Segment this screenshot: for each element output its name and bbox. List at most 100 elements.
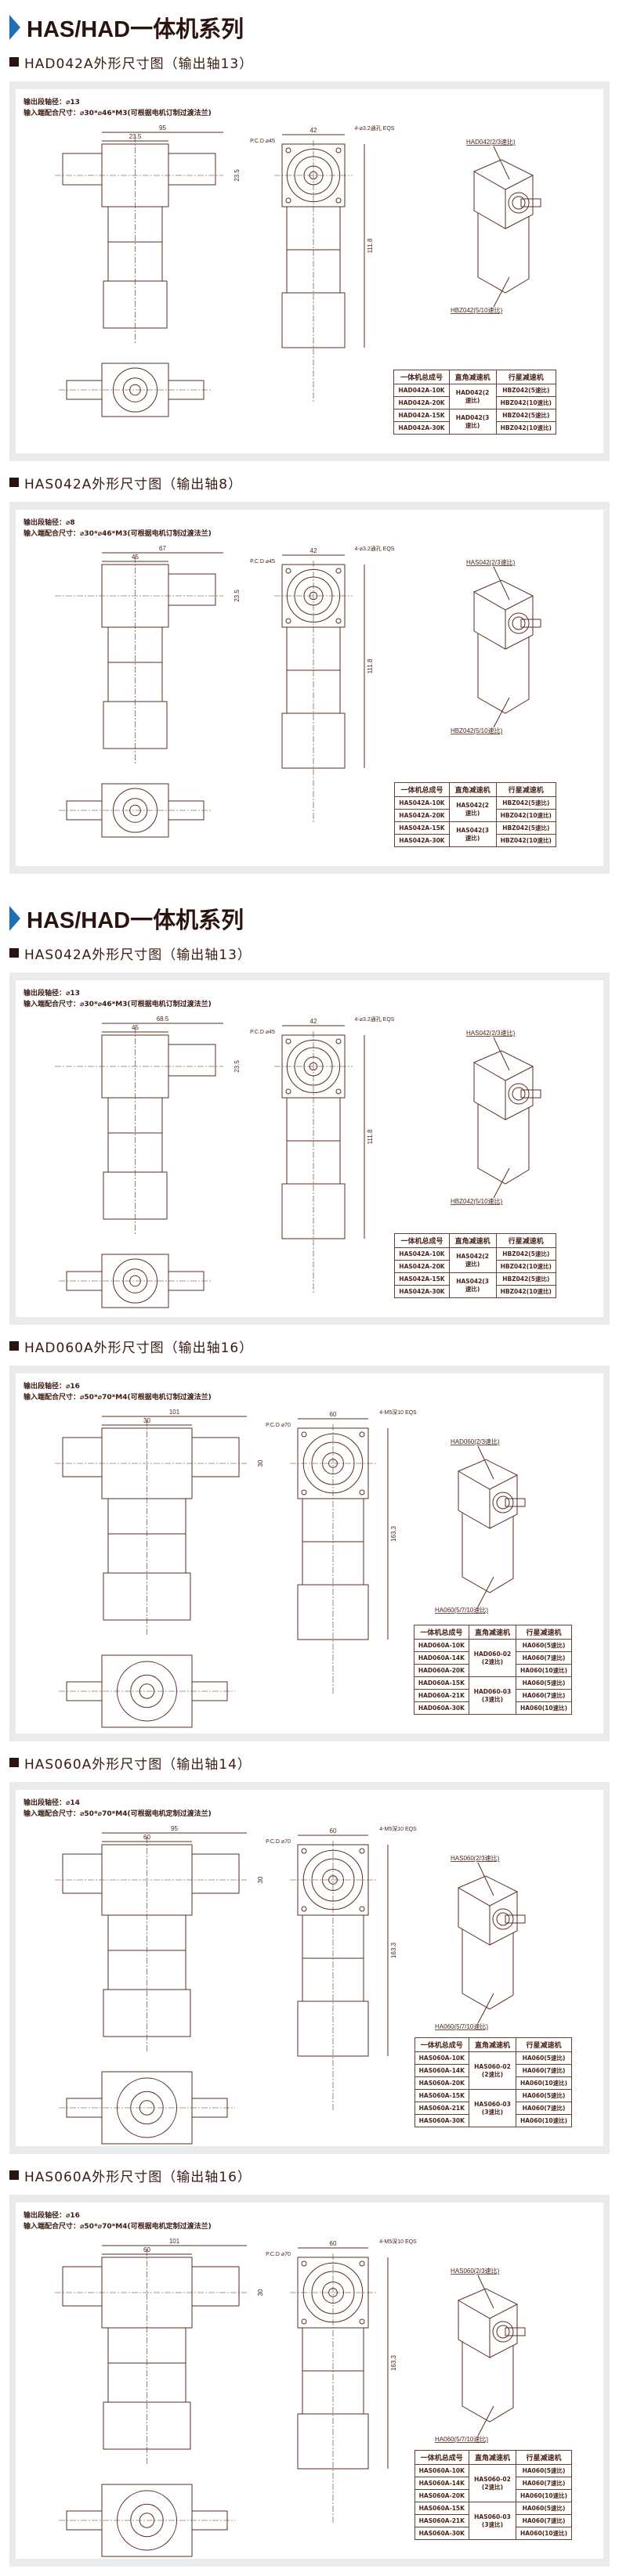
outline-line [477, 1993, 494, 2024]
front-motor-flange [281, 1183, 346, 1239]
outline-circle [112, 1258, 158, 1304]
bottom-view [59, 363, 212, 417]
table-header: 直角减速机 [448, 1233, 497, 1248]
output-shaft [168, 153, 216, 186]
section-title: HAS060A外形尺寸图（输出轴16） [0, 2163, 619, 2187]
series-title: HAS/HAD一体机系列 [27, 908, 244, 933]
assembly-model: HAS060A-10K [414, 2051, 469, 2065]
table-header: 行星减速机 [515, 1625, 573, 1640]
mounting-hole [285, 147, 291, 153]
mounting-hole [301, 1906, 307, 1912]
series-title: HAS/HAD一体机系列 [27, 17, 244, 42]
output-flange [508, 612, 530, 634]
right-angle-reducer: HAD060-02 (2速比) [468, 1639, 516, 1677]
triangle-marker-icon [9, 906, 20, 931]
callout-planetary: HBZ042(5/10速比) [451, 1197, 503, 1205]
outline-circle [496, 1495, 510, 1510]
mounting-hole [335, 147, 342, 153]
input-fit-spec: 输入端配合尺寸：⌀50*⌀70*M4(可根据电机定制过渡法兰) [24, 2223, 212, 2231]
right-angle-reducer: HAD060-03 (3速比) [468, 1676, 516, 1715]
dimension-label: 163.3 [390, 1525, 397, 1542]
section-title-text: HAS060A外形尺寸图（输出轴16） [24, 2169, 252, 2185]
dimension-label: 111.8 [367, 238, 374, 253]
dimension-label: P.C.D ⌀45 [250, 1030, 275, 1035]
section-title-text: HAS060A外形尺寸图（输出轴14） [24, 1756, 252, 1773]
dimension-label: 42 [310, 127, 317, 134]
assembly-model: HAS042A-10K [394, 796, 450, 810]
page: HAS/HAD一体机系列 HAD042A外形尺寸图（输出轴13） 输出段轴径：⌀13… [0, 8, 619, 2567]
outline-circle [112, 788, 158, 833]
motor-flange [103, 1989, 191, 2037]
planetary-reducer: HBZ042(5速比) [495, 1272, 557, 1286]
assembly-model: HAD060A-21K [413, 1689, 469, 1702]
outline-line [493, 146, 510, 180]
table-header: 行星减速机 [515, 2037, 573, 2052]
planetary-reducer: HA060(7速比) [515, 2064, 573, 2077]
callout-right-angle: HAS042(2/3速比) [466, 1029, 516, 1037]
callout-planetary: HA060(5/7/10速比) [435, 2022, 488, 2030]
mounting-hole [335, 618, 342, 624]
planetary-reducer: HBZ042(5速比) [495, 821, 557, 835]
output-shaft [191, 1853, 240, 1894]
square-bullet-icon [9, 1341, 19, 1351]
section-title-text: HAD042A外形尺寸图（输出轴13） [24, 56, 254, 72]
dimension-label: 68.5 [157, 1016, 169, 1023]
dimension-label: P.C.D ⌀70 [266, 1423, 291, 1428]
callout-planetary: HBZ042(5/10速比) [451, 306, 503, 314]
mounting-hole [285, 197, 291, 204]
planetary-reducer: HBZ042(10速比) [495, 809, 557, 822]
input-shaft [62, 1437, 103, 1477]
assembly-model: HAS060A-20K [414, 2076, 469, 2090]
table-header: 直角减速机 [448, 370, 497, 384]
outline-line [477, 1862, 494, 1896]
dimension-label: 95 [171, 1825, 178, 1832]
dimension-label: 101 [169, 2238, 180, 2245]
planetary-reducer: HA060(10速比) [515, 2114, 573, 2127]
right-angle-reducer: HAS060-02 (2速比) [468, 2464, 516, 2502]
isometric-view: HAS042(2/3速比)HBZ042(5/10速比) [451, 558, 541, 734]
right-angle-reducer: HAS042(3速比) [448, 1272, 497, 1298]
front-motor-flange [281, 713, 346, 769]
callout-right-angle: HAD042(2/3速比) [466, 138, 516, 146]
table-header: 直角减速机 [468, 2037, 516, 2052]
outline-circle [496, 2325, 510, 2339]
callout-right-angle: HAS060(2/3速比) [451, 2267, 500, 2275]
planetary-reducer: HA060(7速比) [515, 2477, 573, 2490]
assembly-model: HAS060A-10K [414, 2464, 469, 2477]
motor-flange [103, 1171, 168, 1220]
series-header: HAS/HAD一体机系列 [0, 899, 619, 938]
output-shaft-spec: 输出段轴径：⌀8 [24, 519, 75, 527]
planetary-housing [462, 1513, 514, 1593]
input-shaft [62, 1853, 103, 1894]
dimension-label: 42 [310, 1018, 317, 1025]
outline-circle [496, 1912, 510, 1926]
dimension-label: 163.3 [390, 1942, 397, 1958]
planetary-reducer: HA060(7速比) [515, 1651, 573, 1665]
input-fit-spec: 输入端配合尺寸：⌀30*⌀46*M3(可根据电机订制过渡法兰) [24, 110, 212, 117]
planetary-reducer: HA060(5速比) [515, 1639, 573, 1652]
mounting-hole [359, 1431, 365, 1438]
table-header-row: 一体机总成号直角减速机行星减速机 [414, 2450, 573, 2465]
dimension-label: 4-M5深10 EQS [379, 1409, 417, 1416]
output-shaft-spec: 输出段轴径：⌀14 [24, 1799, 80, 1807]
isometric-view: HAD060(2/3速比)HA060(5/7/10速比) [435, 1438, 526, 1614]
